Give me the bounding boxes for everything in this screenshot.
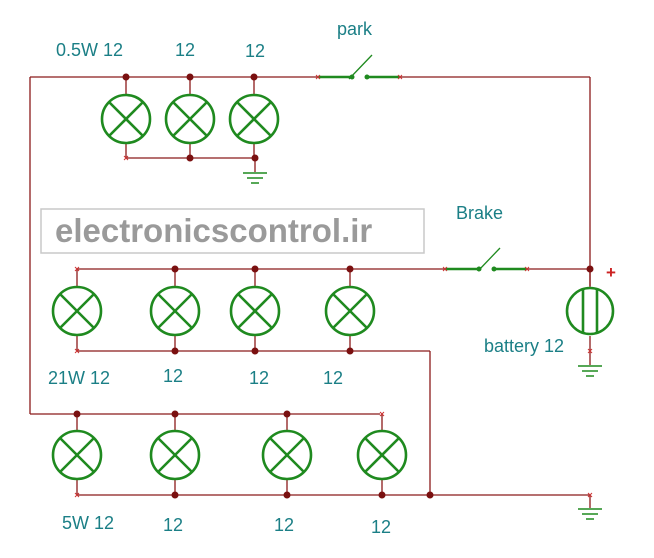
- pin-marks: [74, 74, 593, 498]
- lamp-icon: [164, 93, 216, 145]
- lamp-icon: [261, 429, 313, 481]
- bottom-lamp-label-2: 12: [163, 515, 183, 535]
- battery-icon: [565, 286, 615, 336]
- lamp-icon: [51, 429, 103, 481]
- middle-lamp-label-4: 12: [323, 368, 343, 388]
- lamp-icon: [149, 285, 201, 337]
- watermark: electronicscontrol.ir: [40, 208, 425, 254]
- middle-lamp-label-3: 12: [249, 368, 269, 388]
- ground-icon: [578, 365, 602, 377]
- middle-lamp-label-2: 12: [163, 366, 183, 386]
- brake-switch: [445, 247, 527, 272]
- lamp-icon: [100, 93, 152, 145]
- top-lamps: [100, 93, 280, 145]
- bottom-lamps: [51, 429, 408, 481]
- lamp-icon: [228, 93, 280, 145]
- bottom-lamp-label-3: 12: [274, 515, 294, 535]
- lamp-icon: [51, 285, 103, 337]
- brake-label: Brake: [456, 203, 503, 223]
- lamp-icon: [149, 429, 201, 481]
- bottom-lamp-label-4: 12: [371, 517, 391, 537]
- lamp-icon: [356, 429, 408, 481]
- park-label: park: [337, 19, 373, 39]
- junction-dots: [73, 73, 594, 499]
- top-lamp-label-1: 0.5W 12: [56, 40, 123, 60]
- top-lamp-label-2: 12: [175, 40, 195, 60]
- battery-plus-label: +: [606, 263, 616, 282]
- middle-lamps: [51, 285, 376, 337]
- bottom-lamp-label-1: 5W 12: [62, 513, 114, 533]
- ground-icon: [243, 172, 267, 184]
- park-switch: [318, 54, 400, 80]
- labels: park Brake battery 12 + 0.5W 12 12 12 21…: [48, 19, 616, 537]
- ground-icon: [578, 508, 602, 520]
- watermark-text: electronicscontrol.ir: [55, 212, 372, 249]
- lamp-icon: [229, 285, 281, 337]
- top-lamp-label-3: 12: [245, 41, 265, 61]
- lamp-icon: [324, 285, 376, 337]
- battery-label: battery 12: [484, 336, 564, 356]
- wiring: [29, 76, 591, 508]
- middle-lamp-label-1: 21W 12: [48, 368, 110, 388]
